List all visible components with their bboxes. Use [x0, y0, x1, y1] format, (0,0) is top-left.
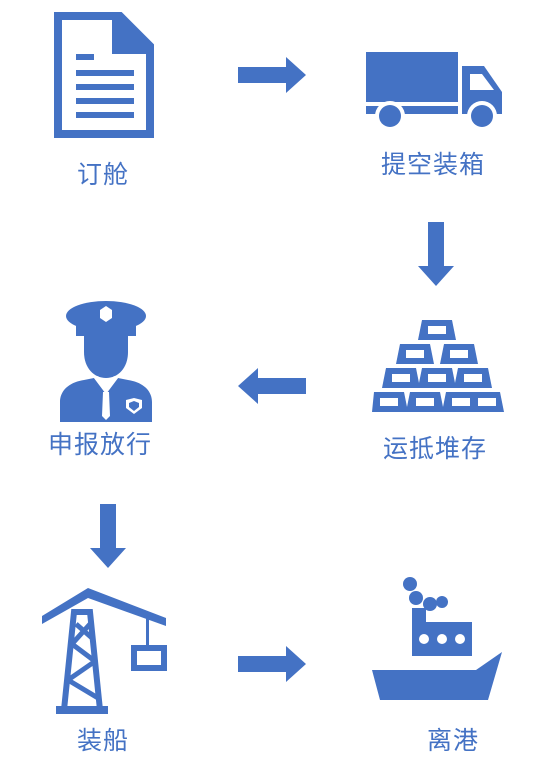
step-label-loading: 装船 [77, 726, 130, 755]
step-label-customs-clearance: 申报放行 [48, 430, 153, 459]
ship-icon [372, 577, 502, 700]
document-icon [54, 12, 154, 138]
crane-icon [42, 588, 167, 714]
truck-icon [366, 52, 502, 131]
step-label-arrival-storage: 运抵堆存 [383, 434, 488, 463]
arrow-down-icon [418, 222, 454, 286]
step-label-departure: 离港 [427, 726, 480, 755]
arrow-right-icon [238, 646, 306, 682]
arrow-down-icon [90, 504, 126, 568]
arrow-right-icon [238, 57, 306, 93]
arrow-left-icon [238, 368, 306, 404]
stacked-bars-icon [372, 320, 504, 412]
step-label-booking: 订舱 [77, 160, 130, 189]
step-label-empty-container: 提空装箱 [381, 150, 486, 179]
police-officer-icon [60, 301, 152, 422]
